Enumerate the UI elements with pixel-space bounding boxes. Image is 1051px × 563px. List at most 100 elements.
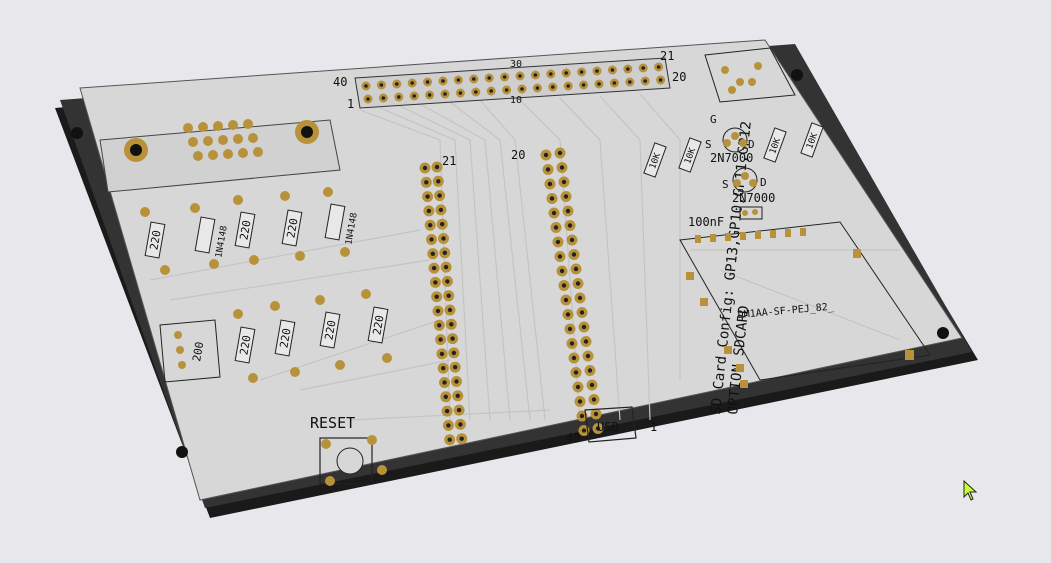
pad-hole xyxy=(557,254,563,259)
pad-hole xyxy=(571,252,577,257)
pad-hole xyxy=(565,312,571,317)
pad-hole xyxy=(364,84,368,88)
pad-hole xyxy=(453,365,458,370)
pad-hole xyxy=(437,193,442,198)
pad-hole xyxy=(575,384,581,390)
pad-hole xyxy=(561,179,567,185)
pad-hole xyxy=(449,322,454,327)
pad-hole xyxy=(429,237,434,242)
pad-hole xyxy=(445,279,450,284)
pad-hole xyxy=(567,326,573,332)
pico-pin1-label: 1 xyxy=(650,420,657,434)
reset-switch: RESET xyxy=(310,414,387,486)
pad-hole xyxy=(502,75,507,79)
pad-hole xyxy=(422,165,428,171)
header-pin1-label: 1 xyxy=(347,97,354,111)
usb-outline: USB 1 xyxy=(584,406,657,443)
pad-hole xyxy=(456,407,462,413)
pad-hole xyxy=(425,194,430,199)
r220-4: 220 xyxy=(237,334,253,356)
pad-hole xyxy=(643,79,647,83)
pad-hole xyxy=(431,265,437,271)
pad-hole xyxy=(545,167,551,172)
pad-hole xyxy=(577,295,583,301)
pad-hole xyxy=(412,94,417,98)
pad-hole xyxy=(455,393,460,398)
r220-6: 220 xyxy=(322,319,338,341)
pad-hole xyxy=(581,83,586,87)
pad-hole xyxy=(573,370,579,375)
pad-hole xyxy=(474,90,478,94)
header-pin10-label: 10 xyxy=(510,95,522,106)
pad-hole xyxy=(459,436,464,441)
q2-s-label: S xyxy=(722,178,729,191)
transistor-q2: S D 2N7000 xyxy=(722,167,775,205)
pad-hole xyxy=(441,236,446,241)
pad-hole xyxy=(563,297,569,303)
pad-hole xyxy=(436,179,441,184)
pad-hole xyxy=(626,67,630,71)
pad-hole xyxy=(438,337,443,342)
pad-hole xyxy=(555,239,561,245)
pad-hole xyxy=(443,394,448,399)
trim-pot: 200 xyxy=(159,319,221,383)
pad-hole xyxy=(549,72,553,76)
r220-5: 220 xyxy=(277,327,293,349)
pad-hole xyxy=(559,165,565,170)
pico-left-top-label: 21 xyxy=(442,154,456,168)
pad-hole xyxy=(564,71,568,75)
pad-hole xyxy=(443,92,447,96)
pad-hole xyxy=(520,87,524,91)
pad-hole xyxy=(456,78,461,82)
header-pin21-label: 21 xyxy=(660,49,674,63)
pad-hole xyxy=(440,222,445,227)
pad-hole xyxy=(446,293,451,298)
pad-hole xyxy=(658,78,663,82)
pad-hole xyxy=(656,65,661,69)
pad-hole xyxy=(595,426,601,431)
pad-hole xyxy=(454,379,459,384)
pad-hole xyxy=(443,264,449,270)
pad-hole xyxy=(424,180,429,185)
pad-hole xyxy=(569,237,575,243)
pad-hole xyxy=(535,86,540,90)
pad-hole xyxy=(612,81,617,85)
header-pin40-label: 40 xyxy=(333,75,347,89)
q2-d-label: D xyxy=(760,176,767,189)
pad-hole xyxy=(425,80,430,84)
mouse-cursor-icon xyxy=(963,480,978,501)
resistor-row-bottom: 220 220 220 220 xyxy=(234,306,389,364)
r220-3: 220 xyxy=(284,217,300,239)
pad-hole xyxy=(434,294,439,299)
pad-hole xyxy=(577,399,583,404)
pico-right-pin-column: 20 40 xyxy=(511,147,604,445)
pad-hole xyxy=(569,341,575,346)
pad-hole xyxy=(446,423,451,428)
pad-hole xyxy=(553,225,559,230)
pad-hole xyxy=(585,353,591,359)
top-right-connector xyxy=(704,47,796,103)
pad-hole xyxy=(567,223,573,228)
pad-hole xyxy=(433,280,438,285)
pad-hole xyxy=(428,223,433,228)
pad-hole xyxy=(397,95,401,99)
pad-hole xyxy=(444,408,450,414)
pad-hole xyxy=(395,82,399,86)
pad-hole xyxy=(430,251,435,256)
pad-hole xyxy=(487,76,492,80)
pad-hole xyxy=(427,93,432,97)
pad-hole xyxy=(559,268,565,274)
pad-hole xyxy=(447,307,453,313)
pad-hole xyxy=(379,83,384,87)
pad-hole xyxy=(565,208,571,214)
reset-label: RESET xyxy=(310,414,355,432)
pad-hole xyxy=(410,81,415,85)
pad-hole xyxy=(426,208,432,214)
header-pin20-label: 20 xyxy=(672,70,686,84)
usb-label: USB xyxy=(597,420,619,434)
pad-hole xyxy=(381,96,386,100)
pad-hole xyxy=(563,194,569,199)
mounting-holes xyxy=(71,69,949,458)
